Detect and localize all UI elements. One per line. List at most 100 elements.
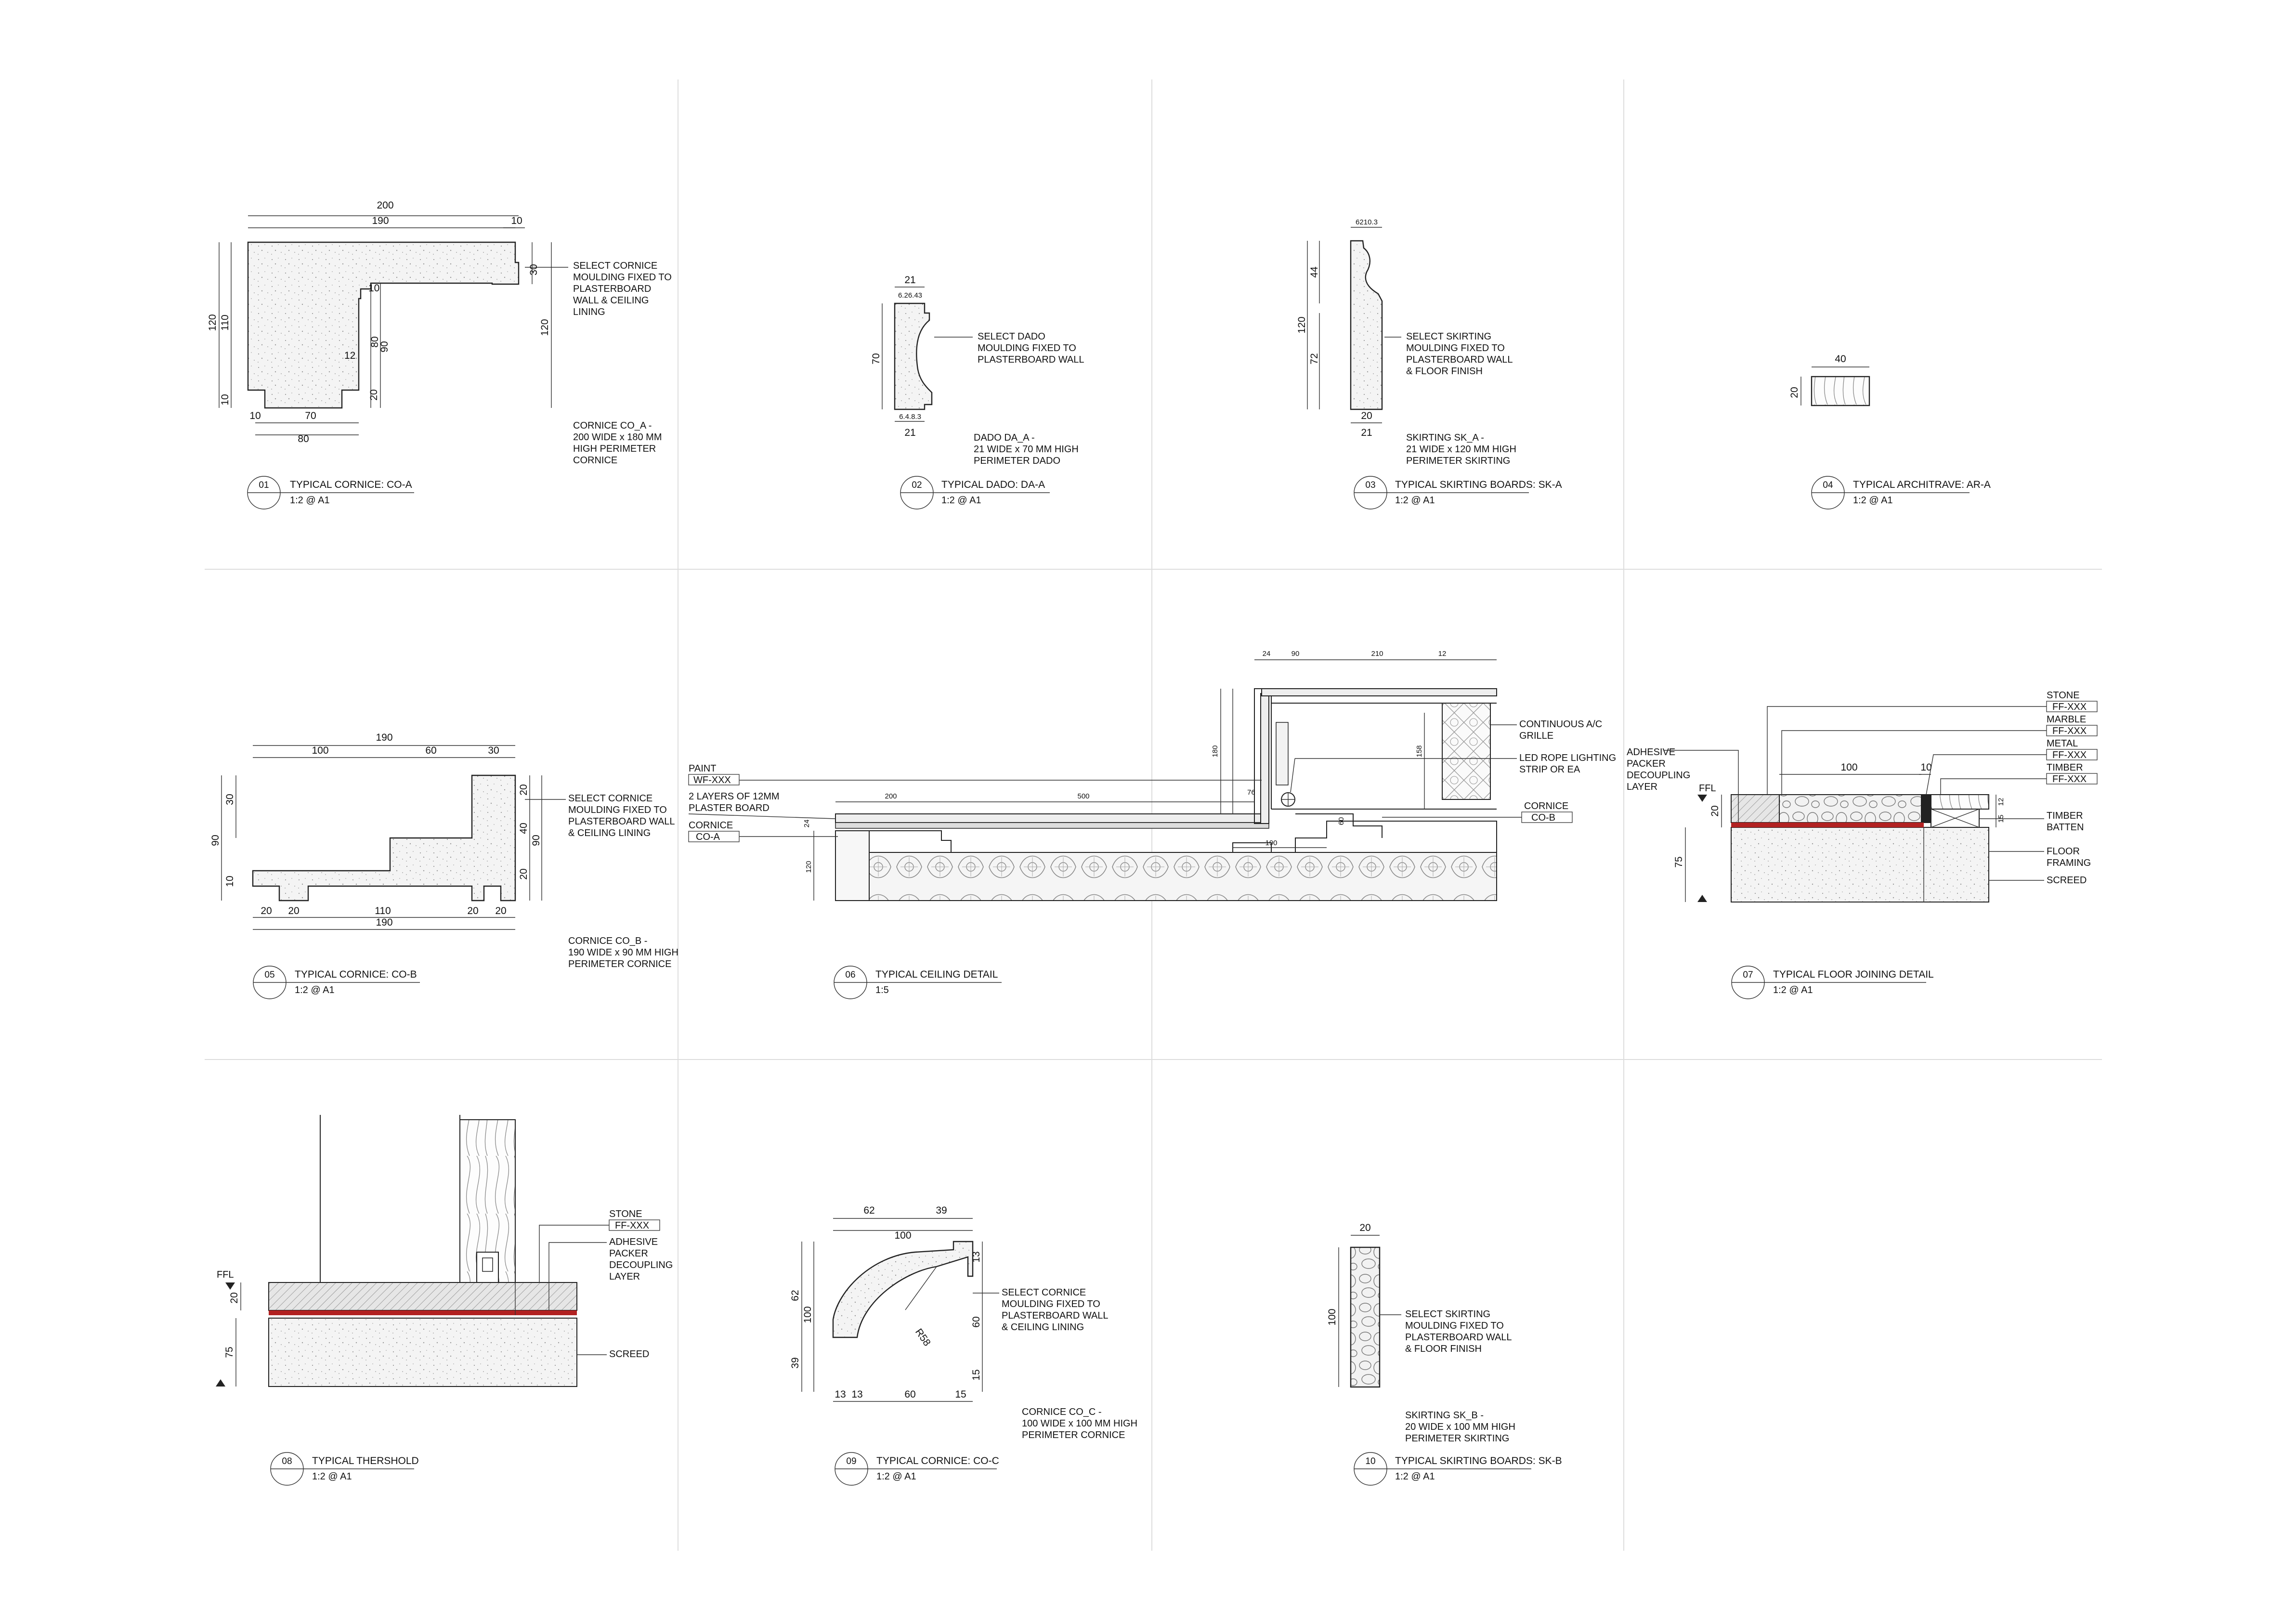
detail-scale-05: 1:2 @ A1 [295, 985, 335, 995]
spec-03-line-1: SKIRTING SK_A - [1406, 432, 1484, 443]
spec-05-line-1: CORNICE CO_B - [568, 936, 647, 946]
callout-01-line-2: MOULDING FIXED TO [573, 272, 672, 283]
dim-05-n: 110 [375, 905, 391, 916]
callout-05: SELECT CORNICE MOULDING FIXED TO PLASTER… [568, 793, 675, 838]
title-block-09: 09 TYPICAL CORNICE: CO-C 1:2 @ A1 [835, 1452, 999, 1486]
dim-05-d: 30 [488, 745, 499, 756]
callout-10-line-4: & FLOOR FINISH [1405, 1344, 1482, 1354]
label-08-ffl: FFL [217, 1269, 234, 1280]
label-07-stone-code: FF-XXX [2052, 702, 2087, 712]
detail-number-04: 04 [1823, 480, 1833, 490]
spec-05-line-3: PERIMETER CORNICE [568, 959, 671, 969]
callout-03-line-1: SELECT SKIRTING [1406, 331, 1491, 342]
dim-09-i: 15 [971, 1369, 982, 1380]
callout-01-line-4: WALL & CEILING [573, 295, 649, 306]
label-06-cornice: CORNICE [689, 820, 733, 831]
dim-01-o: 10 [249, 410, 261, 421]
detail-10-skirting-sk-b: 20 100 SELECT SKIRTING MOULDING FIXED TO… [1327, 1222, 1562, 1486]
callout-05-line-1: SELECT CORNICE [568, 793, 652, 804]
dim-05-b: 100 [312, 745, 328, 756]
label-07-marble: MARBLE [2047, 714, 2086, 725]
callout-02-line-3: PLASTERBOARD WALL [978, 354, 1084, 365]
dim-01-k: 80 [369, 336, 380, 347]
detail-04-architrave-ar-a: 40 20 04 TYPICAL ARCHITRAVE: AR-A 1:2 @ … [1789, 353, 1991, 510]
dim-06-k: 76 [1247, 788, 1255, 797]
dim-05-l: 20 [261, 905, 272, 916]
dim-09-d: 62 [790, 1290, 801, 1301]
dim-10-b: 100 [1327, 1308, 1338, 1325]
dim-06-a: 24 [1263, 650, 1271, 658]
label-08-stone-code: FF-XXX [615, 1220, 649, 1231]
label-08-adhesive-4: LAYER [609, 1271, 640, 1282]
label-08-adhesive-2: PACKER [609, 1248, 648, 1259]
labels-07-left: ADHESIVE PACKER DECOUPLING LAYER [1627, 747, 1739, 823]
callout-01-line-5: LINING [573, 307, 605, 317]
label-07-timber: TIMBER [2047, 762, 2083, 773]
dim-01-g: 110 [220, 314, 231, 330]
dim-09-f: 39 [790, 1357, 801, 1368]
dim-05-j: 20 [518, 868, 529, 879]
dim-06-d: 12 [1438, 650, 1447, 658]
detail-scale-07: 1:2 @ A1 [1773, 985, 1813, 995]
callout-10: SELECT SKIRTING MOULDING FIXED TO PLASTE… [1405, 1309, 1512, 1354]
label-06-grille-2: GRILLE [1519, 731, 1553, 741]
label-07-timber-code: FF-XXX [2052, 774, 2087, 785]
title-block-06: 06 TYPICAL CEILING DETAIL 1:5 [834, 966, 1002, 999]
dim-06-j: 120 [805, 861, 813, 873]
dim-05-h: 40 [518, 823, 529, 834]
spec-09: CORNICE CO_C - 100 WIDE x 100 MM HIGH PE… [1022, 1407, 1137, 1440]
dim-05-i: 90 [531, 835, 542, 846]
dim-04-b: 20 [1789, 387, 1800, 398]
dim-06-m: 60 [1337, 817, 1345, 825]
dim-05-a: 190 [376, 732, 392, 743]
dim-10-a: 20 [1359, 1222, 1370, 1233]
detail-05-cornice-co-b: 190 100 60 30 30 90 20 40 90 20 10 20 20… [210, 732, 678, 999]
dim-01-h: 10 [220, 394, 231, 405]
label-06-layers-1: 2 LAYERS OF 12MM [689, 791, 780, 802]
callout-01: SELECT CORNICE MOULDING FIXED TO PLASTER… [573, 261, 672, 317]
dim-05-o: 20 [467, 905, 478, 916]
detail-scale-06: 1:5 [875, 985, 889, 995]
label-07-adhesive-1: ADHESIVE [1627, 747, 1675, 758]
dim-02-d: 6.4.8.3 [899, 413, 921, 421]
label-07-framing-1: FLOOR [2047, 846, 2080, 857]
spec-01-line-2: 200 WIDE x 180 MM [573, 432, 662, 443]
dim-05-m: 20 [288, 905, 299, 916]
detail-07-floor-joining: 100 10 20 75 15 12 FFL STONE FF-XXX MARB… [1627, 690, 2098, 999]
detail-number-01: 01 [259, 480, 269, 490]
dim-06-g: 200 [885, 792, 897, 800]
spec-05-line-2: 190 WIDE x 90 MM HIGH [568, 947, 678, 958]
dim-06-e: 180 [1211, 745, 1219, 757]
dim-06-b: 90 [1292, 650, 1300, 658]
dim-07-f: 12 [1997, 798, 2005, 806]
spec-09-line-2: 100 WIDE x 100 MM HIGH [1022, 1418, 1137, 1429]
labels-08: STONE FF-XXX ADHESIVE PACKER DECOUPLING … [539, 1209, 673, 1360]
dim-02-a: 21 [904, 275, 915, 286]
detail-number-03: 03 [1365, 480, 1375, 490]
title-block-01: 01 TYPICAL CORNICE: CO-A 1:2 @ A1 [247, 476, 414, 510]
dim-09-e: 100 [802, 1306, 813, 1323]
detail-scale-01: 1:2 @ A1 [290, 495, 330, 506]
spec-10-line-3: PERIMETER SKIRTING [1405, 1433, 1509, 1444]
spec-10: SKIRTING SK_B - 20 WIDE x 100 MM HIGH PE… [1405, 1410, 1515, 1444]
labels-06-right: CONTINUOUS A/C GRILLE LED ROPE LIGHTING … [1290, 719, 1616, 823]
dim-06-f: 158 [1415, 745, 1423, 757]
spec-01-line-4: CORNICE [573, 455, 617, 466]
spec-02-line-3: PERIMETER DADO [974, 456, 1060, 466]
detail-03-skirting-sk-a: 6210.3 44 120 72 20 21 SELECT SKIRTING M… [1296, 218, 1562, 510]
label-07-marble-code: FF-XXX [2052, 726, 2087, 736]
label-06-layers-2: PLASTER BOARD [689, 803, 770, 813]
label-07-metal: METAL [2047, 738, 2078, 749]
dim-01-f: 120 [207, 314, 218, 331]
detail-08-threshold: FFL 20 75 STONE FF-XXX ADHESIVE PACKER D… [216, 1115, 673, 1486]
labels-06-left: PAINT WF-XXX 2 LAYERS OF 12MM PLASTER BO… [688, 763, 1262, 842]
callout-09-line-1: SELECT CORNICE [1002, 1287, 1086, 1298]
label-07-batten-2: BATTEN [2047, 822, 2084, 833]
dim-06-i: 190 [1265, 839, 1277, 847]
dim-05-f: 90 [210, 835, 221, 846]
spec-01: CORNICE CO_A - 200 WIDE x 180 MM HIGH PE… [573, 420, 662, 466]
label-07-screed: SCREED [2047, 875, 2087, 886]
label-06-cornice-2-code: CO-B [1531, 812, 1555, 823]
dim-02-b: 6.26.43 [898, 291, 922, 300]
